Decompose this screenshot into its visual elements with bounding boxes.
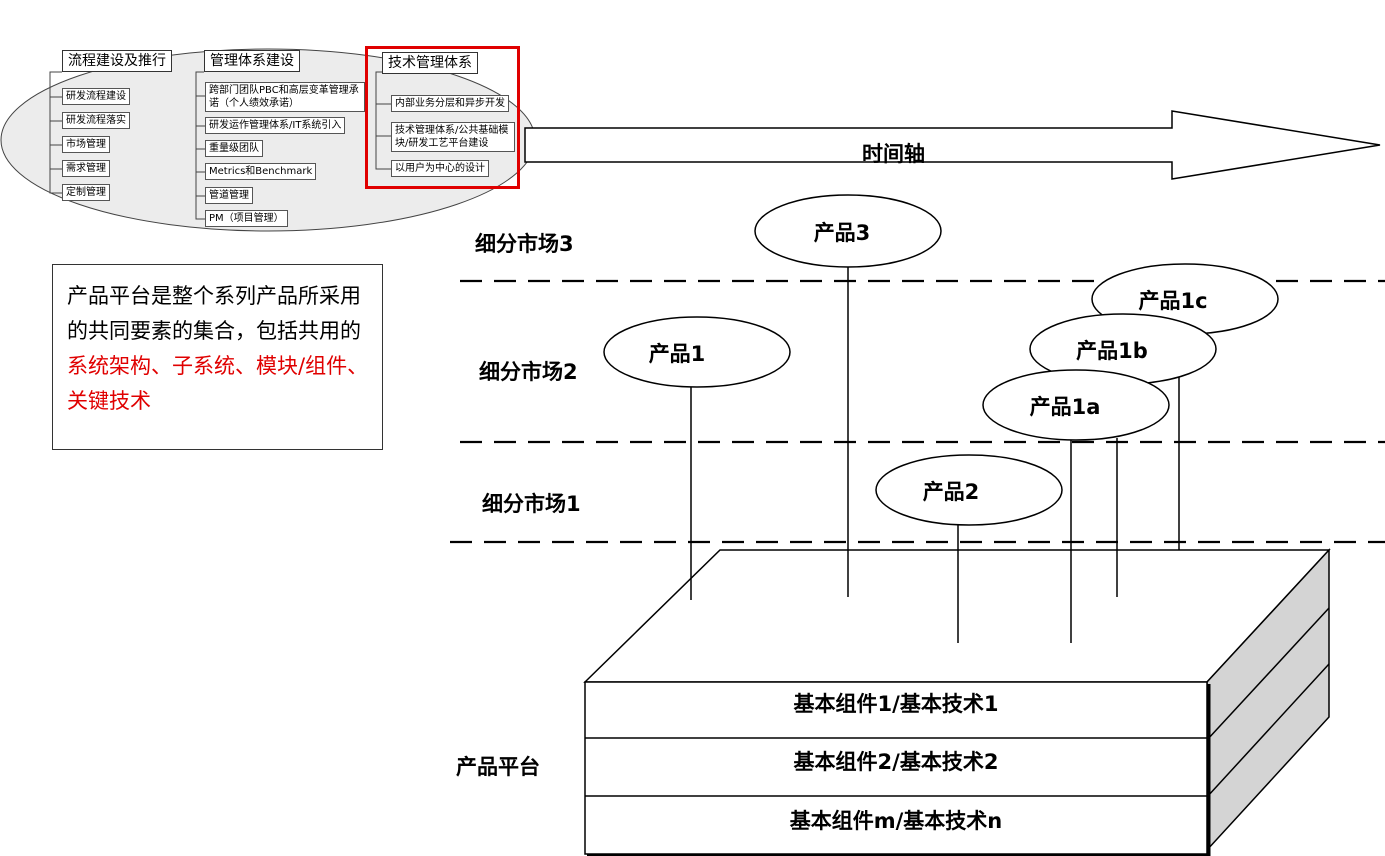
platform-box bbox=[583, 548, 1331, 855]
platform-layer-1: 基本组件1/基本技术1 bbox=[793, 692, 999, 716]
market-label-1: 细分市场1 bbox=[482, 492, 581, 516]
col2-header: 管理体系建设 bbox=[204, 50, 300, 72]
platform-layer-3: 基本组件m/基本技术n bbox=[789, 809, 1003, 833]
col1-item: 研发流程建设 bbox=[62, 88, 130, 105]
platform-front-face bbox=[584, 681, 1208, 855]
product-label-1c: 产品1c bbox=[1138, 289, 1208, 313]
product2-ellipse bbox=[875, 454, 1063, 526]
market-label-3: 细分市场3 bbox=[475, 232, 574, 256]
col3-item: 技术管理体系/公共基础模块/研发工艺平台建设 bbox=[391, 122, 515, 152]
platform-top-face bbox=[583, 549, 1331, 683]
col1-item: 市场管理 bbox=[62, 136, 110, 153]
product-label-3: 产品3 bbox=[813, 221, 871, 245]
product1a-ellipse bbox=[982, 369, 1170, 441]
col1-item: 需求管理 bbox=[62, 160, 110, 177]
product-label-2: 产品2 bbox=[922, 480, 980, 504]
col2-item: Metrics和Benchmark bbox=[205, 163, 317, 180]
col3-item: 以用户为中心的设计 bbox=[391, 160, 489, 177]
timeline-arrow bbox=[524, 110, 1381, 180]
timeline-label: 时间轴 bbox=[862, 142, 925, 166]
product3-ellipse bbox=[754, 194, 942, 268]
col1-item: 定制管理 bbox=[62, 184, 110, 201]
market-label-2: 细分市场2 bbox=[479, 360, 578, 384]
col1-header: 流程建设及推行 bbox=[62, 50, 172, 72]
platform-shadow bbox=[587, 684, 1211, 856]
tech-management-highlight-frame bbox=[365, 46, 520, 189]
product-ellipses bbox=[603, 194, 1279, 526]
col3-header: 技术管理体系 bbox=[382, 52, 478, 74]
product-label-1: 产品1 bbox=[648, 342, 706, 366]
platform-layer-2: 基本组件2/基本技术2 bbox=[793, 750, 999, 774]
col2-item: PM（项目管理） bbox=[205, 210, 288, 227]
market-dividers bbox=[450, 279, 1385, 544]
col2-item: 研发运作管理体系/IT系统引入 bbox=[205, 117, 346, 134]
platform-label: 产品平台 bbox=[456, 755, 540, 779]
col1-item: 研发流程落实 bbox=[62, 112, 130, 129]
platform-description: 产品平台是整个系列产品所采用的共同要素的集合，包括共用的系统架构、子系统、模块/… bbox=[52, 264, 383, 450]
product-label-1b: 产品1b bbox=[1076, 339, 1148, 363]
col2-item: 跨部门团队PBC和高层变革管理承诺（个人绩效承诺） bbox=[205, 82, 365, 112]
description-text: 产品平台是整个系列产品所采用的共同要素的集合，包括共用的 bbox=[67, 284, 361, 343]
col2-item: 管道管理 bbox=[205, 187, 253, 204]
product-label-1a: 产品1a bbox=[1029, 395, 1101, 419]
description-highlight: 系统架构、子系统、模块/组件、关键技术 bbox=[67, 354, 369, 413]
col3-item: 内部业务分层和异步开发 bbox=[391, 95, 509, 112]
overview-connectors bbox=[49, 71, 391, 220]
product-stems bbox=[690, 265, 1180, 643]
col2-item: 重量级团队 bbox=[205, 140, 263, 157]
product1-ellipse bbox=[603, 316, 791, 388]
